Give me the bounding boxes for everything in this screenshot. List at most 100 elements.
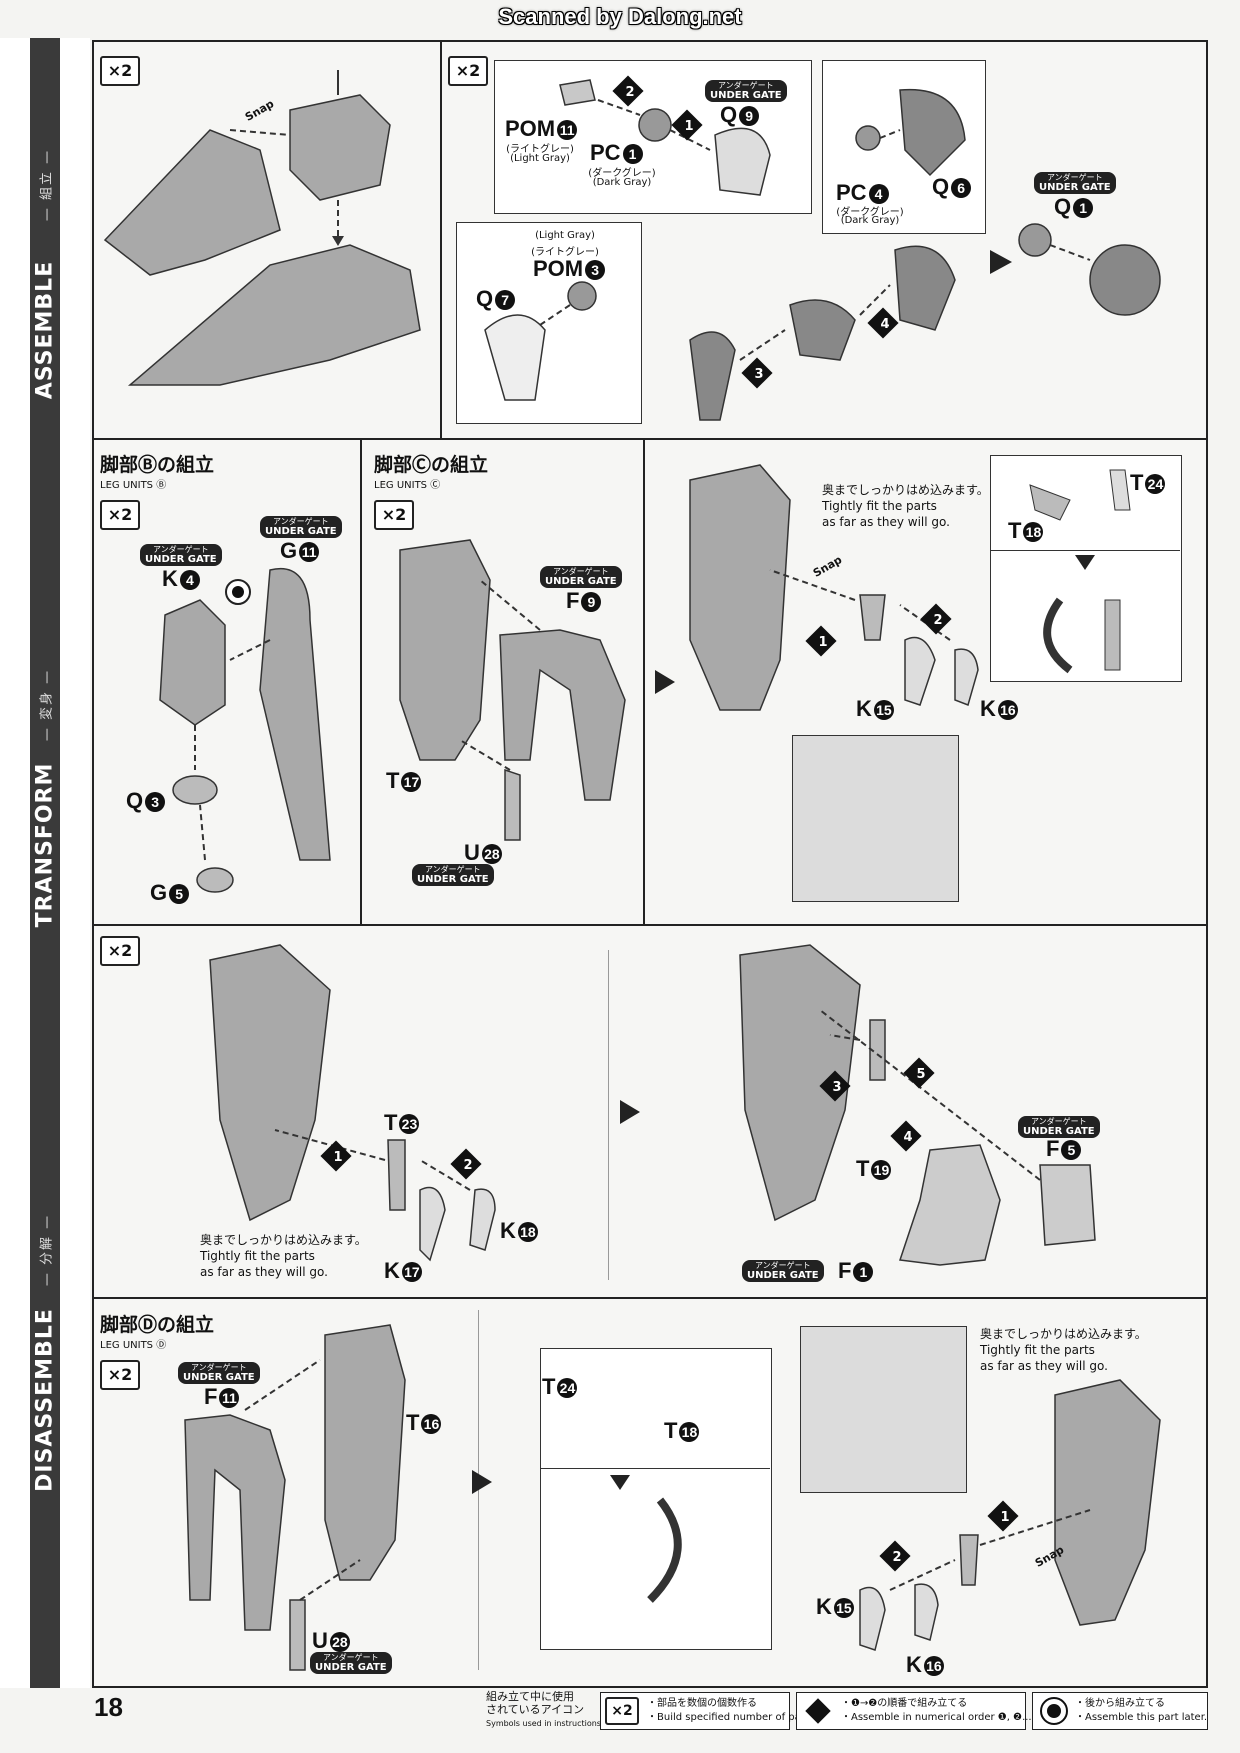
row-divider-1 bbox=[92, 438, 1208, 440]
step-marker-5: 5 bbox=[916, 1067, 926, 1082]
side-tab-disassemble-jp: — 分解 — bbox=[39, 1213, 55, 1287]
inset-divider bbox=[990, 550, 1180, 551]
inset-divider bbox=[540, 1468, 770, 1469]
legend-order-text: ・❶→❷の順番で組み立てる・Assemble in numerical orde… bbox=[841, 1698, 1032, 1723]
legB-title-en: LEG UNITS Ⓑ bbox=[100, 480, 167, 491]
step-marker-1: 1 bbox=[333, 1150, 343, 1165]
divider-r3 bbox=[608, 950, 609, 1280]
step-marker-1: 1 bbox=[1000, 1510, 1010, 1525]
scan-credit: Scanned by Dalong.net bbox=[498, 4, 742, 29]
row-divider-3 bbox=[92, 1297, 1208, 1299]
multiplier-badge: ×2 bbox=[100, 936, 140, 966]
pom3-color-jp: (ライトグレー) bbox=[531, 247, 599, 258]
legend-multiplier-icon: ×2 bbox=[605, 1697, 639, 1725]
legD-closeup-photo bbox=[800, 1326, 967, 1493]
step-marker-3: 3 bbox=[754, 367, 764, 382]
step-marker-2: 2 bbox=[463, 1158, 473, 1173]
multiplier-badge: ×2 bbox=[100, 500, 140, 530]
col-divider-r1 bbox=[440, 40, 442, 440]
legend-multiplier-text: ・部品を数個の個数作る・Build specified number of pa… bbox=[647, 1698, 818, 1723]
row-divider-2 bbox=[92, 924, 1208, 926]
pc4-color-jp: (ダークグレー) bbox=[836, 207, 904, 218]
pom11-color-en: (Light Gray) bbox=[510, 153, 570, 164]
side-tab-assemble: ASSEMBLE bbox=[32, 260, 58, 400]
step-marker-1: 1 bbox=[818, 635, 828, 650]
legC-title: 脚部Ⓒの組立 bbox=[374, 454, 489, 476]
legend-later: ・後から組み立てる・Assemble this part later. bbox=[1032, 1692, 1208, 1730]
pom3-color-en: (Light Gray) bbox=[535, 230, 595, 241]
col-divider-r2b bbox=[643, 438, 645, 926]
step-marker-2: 2 bbox=[625, 85, 635, 100]
legend-multiplier: ×2 ・部品を数個の個数作る・Build specified number of… bbox=[600, 1692, 817, 1730]
step-marker-1: 1 bbox=[684, 119, 694, 134]
pc1-color-jp: (ダークグレー) bbox=[588, 168, 656, 179]
col-divider-r2a bbox=[360, 438, 362, 926]
legC-closeup-photo bbox=[792, 735, 959, 902]
legD-title-en: LEG UNITS Ⓓ bbox=[100, 1340, 167, 1351]
legB-title: 脚部Ⓑの組立 bbox=[100, 454, 215, 476]
pom11-color-jp: (ライトグレー) bbox=[506, 144, 574, 155]
legC-title-en: LEG UNITS Ⓒ bbox=[374, 480, 441, 491]
step-diamond-icon bbox=[805, 1698, 831, 1724]
step-marker-4: 4 bbox=[903, 1130, 913, 1145]
step-marker-2: 2 bbox=[892, 1550, 902, 1565]
multiplier-badge: ×2 bbox=[448, 56, 488, 86]
pc1-color-en: (Dark Gray) bbox=[592, 177, 652, 188]
legD-title: 脚部Ⓓの組立 bbox=[100, 1314, 215, 1336]
step-marker-2: 2 bbox=[933, 613, 943, 628]
multiplier-badge: ×2 bbox=[100, 1360, 140, 1390]
step-marker-3: 3 bbox=[832, 1080, 842, 1095]
multiplier-badge: ×2 bbox=[374, 500, 414, 530]
side-tab-transform: TRANSFORM bbox=[32, 762, 58, 928]
side-tab-transform-jp: — 変身 — bbox=[39, 668, 55, 742]
assemble-later-icon bbox=[1040, 1697, 1068, 1725]
divider-r4 bbox=[478, 1310, 479, 1670]
legend-later-text: ・後から組み立てる・Assemble this part later. bbox=[1075, 1698, 1208, 1723]
pc4-color-en: (Dark Gray) bbox=[840, 215, 900, 226]
multiplier-badge: ×2 bbox=[100, 56, 140, 86]
legend-order: ・❶→❷の順番で組み立てる・Assemble in numerical orde… bbox=[796, 1692, 1032, 1730]
side-tab-strip bbox=[30, 38, 60, 1688]
